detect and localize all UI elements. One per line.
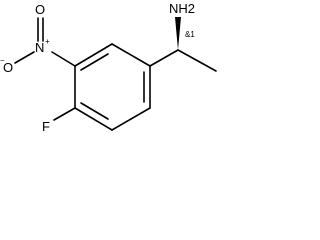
nitro-nitrogen-charge: + xyxy=(45,37,50,46)
nitro-nitrogen-label: N xyxy=(35,40,44,55)
ring-double-bond-2 xyxy=(80,102,109,120)
ring-bond-6 xyxy=(74,43,113,67)
amine-label: NH2 xyxy=(169,1,195,16)
stereo-descriptor-label: &1 xyxy=(185,30,195,39)
ring-bond-4 xyxy=(74,107,113,131)
nitro-attachment-bond xyxy=(51,51,76,67)
fluorine-label: F xyxy=(42,119,50,134)
ring-bond-1 xyxy=(111,43,151,67)
stereo-wedge-bond xyxy=(175,17,181,50)
nitro-n-o-bond-left xyxy=(14,51,35,64)
fluorine-bond xyxy=(53,107,76,121)
chiral-carbon-bond xyxy=(149,49,179,67)
nitro-oxygen-top-label: O xyxy=(35,2,45,17)
methyl-bond xyxy=(177,49,217,72)
benzene-ring xyxy=(74,43,151,131)
ring-double-bond-3 xyxy=(80,53,109,71)
ring-bond-3 xyxy=(111,107,151,131)
nitro-oxygen-left-label: O xyxy=(3,60,13,75)
nitro-oxygen-charge: − xyxy=(0,56,5,65)
chemical-structure: NH2 &1 N + O O − F xyxy=(0,1,217,134)
